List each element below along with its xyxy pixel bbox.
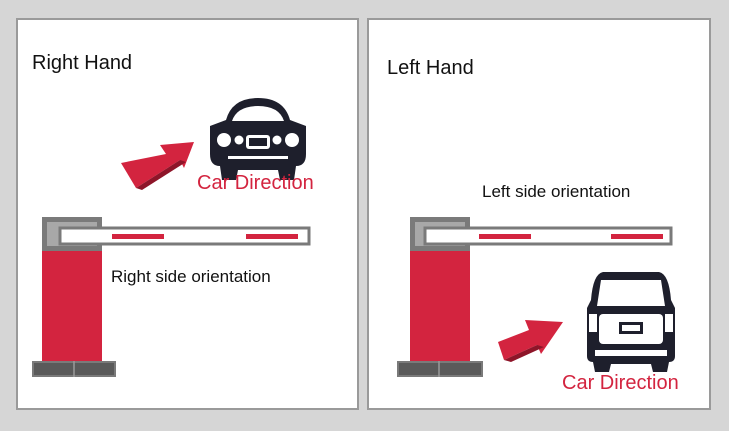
direction-arrow-icon [498, 320, 563, 362]
right-hand-panel: Right Hand Car Direction Right side orie… [16, 18, 359, 410]
car-direction-label: Car Direction [197, 172, 314, 194]
orientation-label: Left side orientation [482, 182, 631, 201]
orientation-label: Right side orientation [111, 267, 271, 286]
barrier-gate-left [397, 217, 673, 377]
front-car-icon [210, 98, 306, 180]
rear-suv-icon [587, 272, 675, 372]
car-direction-label: Car Direction [562, 372, 679, 394]
direction-arrow-icon [121, 142, 194, 190]
left-hand-panel: Left Hand Left side orientation Car Dire… [367, 18, 711, 410]
panel-title: Right Hand [32, 52, 133, 74]
panel-title: Left Hand [387, 57, 474, 79]
right-hand-artwork [32, 98, 311, 377]
barrier-gate-right [32, 217, 311, 377]
left-hand-artwork [397, 217, 675, 377]
